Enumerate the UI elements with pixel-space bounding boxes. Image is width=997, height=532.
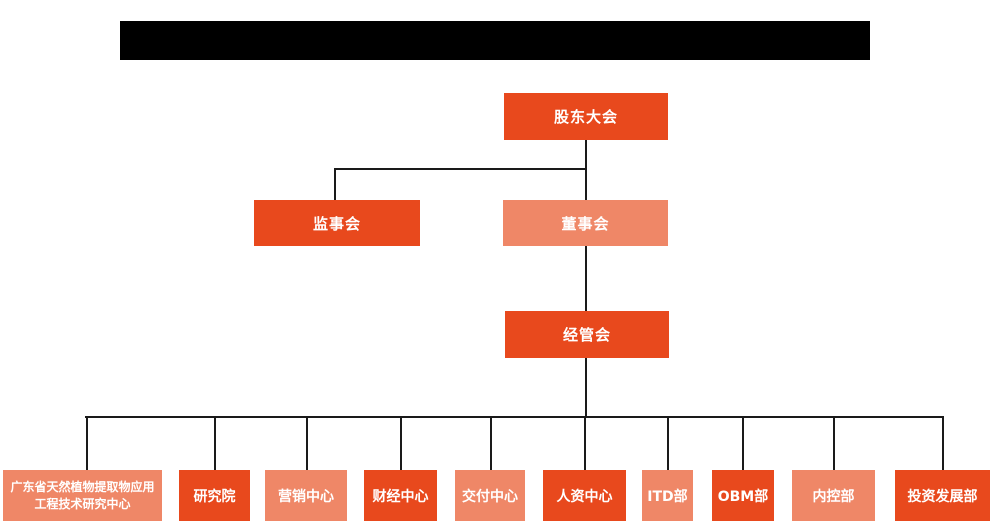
redacted-title-bar <box>120 21 870 60</box>
org-node-dept-marketing-center: 营销中心 <box>265 470 347 521</box>
connector-drop <box>400 416 402 470</box>
connector-drop <box>667 416 669 470</box>
connector-distributor-horizontal <box>85 416 944 418</box>
connector-drop <box>214 416 216 470</box>
org-node-dept-research-institute: 研究院 <box>179 470 250 521</box>
connector-drop <box>942 416 944 470</box>
connector-management-feed <box>585 358 587 417</box>
connector-drop <box>742 416 744 470</box>
org-node-dept-delivery-center: 交付中心 <box>455 470 525 521</box>
org-node-dept-obm: OBM部 <box>712 470 774 521</box>
org-node-dept-hr-center: 人资中心 <box>543 470 626 521</box>
org-node-supervisory-board: 监事会 <box>254 200 420 246</box>
connector-drop <box>490 416 492 470</box>
connector-drop <box>306 416 308 470</box>
org-node-dept-investment-development: 投资发展部 <box>895 470 990 521</box>
connector-drop <box>584 416 586 470</box>
org-node-board-of-directors: 董事会 <box>503 200 668 246</box>
connector-branch-horizontal <box>334 168 587 170</box>
org-node-dept-research-center: 广东省天然植物提取物应用工程技术研究中心 <box>3 470 162 521</box>
org-node-dept-internal-control: 内控部 <box>792 470 875 521</box>
connector-drop <box>833 416 835 470</box>
connector-shareholders-board <box>585 140 587 200</box>
org-node-dept-itd: ITD部 <box>642 470 693 521</box>
connector-branch-supervisory <box>334 168 336 200</box>
connector-drop <box>86 416 88 470</box>
org-node-shareholders-meeting: 股东大会 <box>504 93 668 140</box>
org-node-management-committee: 经管会 <box>505 311 669 358</box>
connector-board-management <box>585 246 587 311</box>
org-node-dept-finance-center: 财经中心 <box>364 470 437 521</box>
